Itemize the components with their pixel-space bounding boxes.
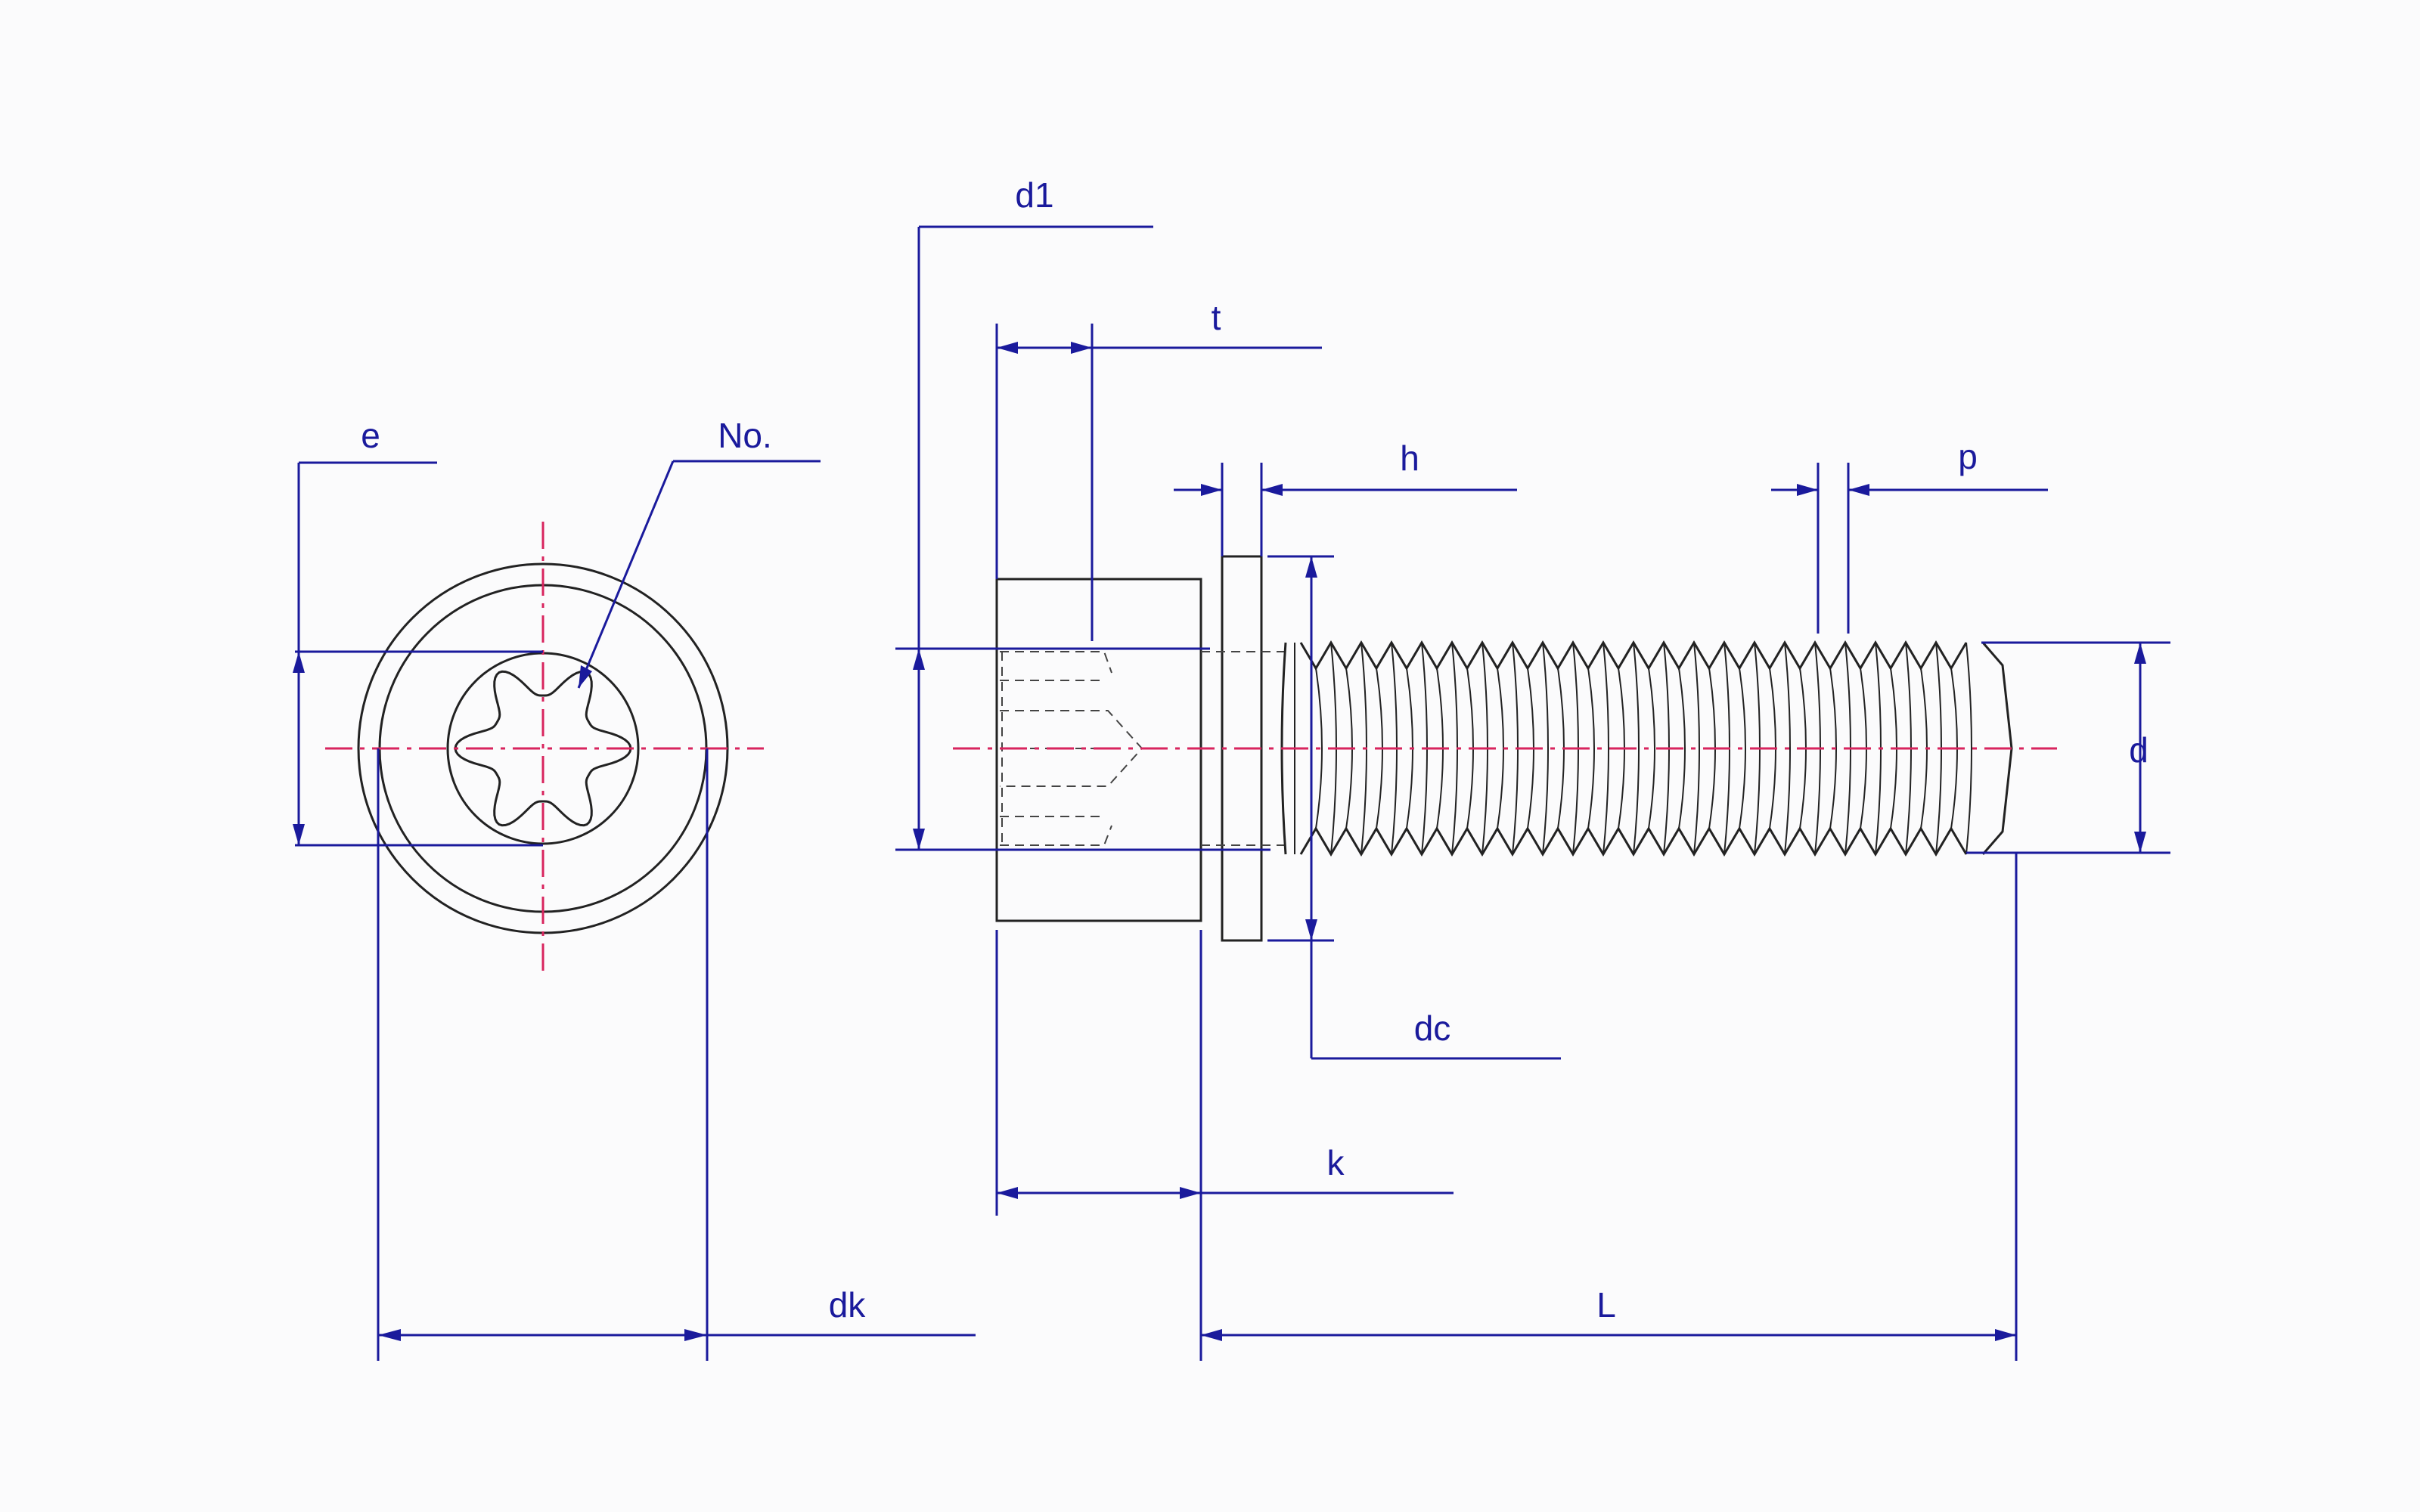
hexalobular-socket-icon — [454, 670, 632, 827]
label-h: h — [1400, 438, 1419, 478]
label-dk: dk — [829, 1285, 867, 1325]
thread-crest-line — [1693, 642, 1700, 855]
side-view — [953, 555, 2057, 942]
dimension-e: e — [293, 416, 543, 847]
thread-crest-line — [1965, 642, 1972, 855]
label-p: p — [1958, 437, 1978, 476]
thread-crest-line — [1633, 642, 1640, 855]
thread-crest-line — [1784, 642, 1791, 855]
dimension-p: p — [1771, 437, 2048, 634]
thread-flank — [1315, 668, 1323, 829]
label-L: L — [1596, 1285, 1616, 1325]
front-view — [325, 522, 764, 975]
thread-flank — [1497, 668, 1504, 829]
dimension-d: d — [1966, 641, 2170, 854]
thread-crest-line — [1542, 642, 1549, 855]
label-dc: dc — [1414, 1009, 1451, 1048]
label-no: No. — [718, 416, 772, 455]
label-e: e — [361, 416, 380, 455]
label-d: d — [2129, 730, 2149, 770]
label-t: t — [1212, 298, 1221, 337]
thread-flank — [1678, 668, 1686, 829]
screw-head — [995, 578, 1202, 922]
thread-flank — [1587, 668, 1595, 829]
dimension-d1: d1 — [895, 175, 1270, 851]
dimension-k: k — [995, 930, 1454, 1361]
thread-crest-line — [1602, 642, 1609, 855]
label-d1: d1 — [1015, 175, 1053, 215]
dimension-no: No. — [577, 416, 821, 689]
thread-flank — [1739, 668, 1746, 829]
dimension-t: t — [995, 298, 1322, 641]
dimension-h: h — [1174, 438, 1517, 556]
dimension-dc: dc — [1267, 555, 1561, 1060]
dimension-L: L — [1201, 853, 2018, 1361]
thread-flank — [1648, 668, 1655, 829]
dimension-dk: dk — [377, 748, 976, 1361]
thread-crest-line — [1451, 642, 1458, 855]
label-k: k — [1327, 1143, 1345, 1182]
